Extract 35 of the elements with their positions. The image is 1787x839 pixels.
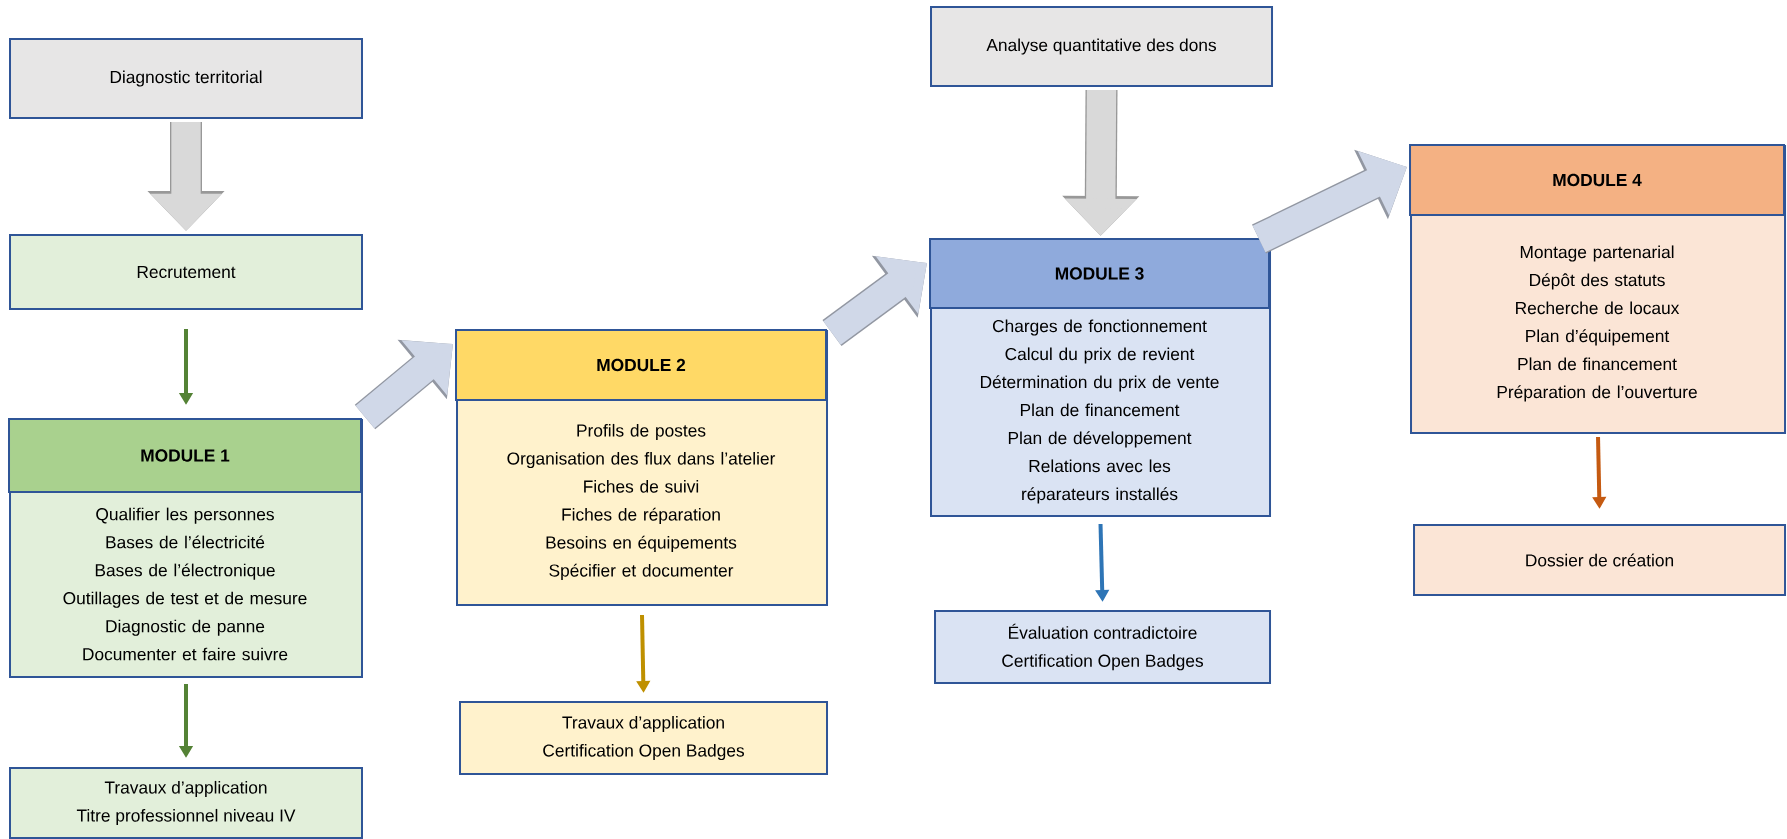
process-box: Diagnostic territorial: [9, 38, 363, 119]
process-box: Travaux d’application Titre professionnel niveau IV: [9, 767, 363, 839]
module-header: MODULE 4: [1409, 144, 1786, 216]
node-label: Spécifier et documenter: [549, 563, 734, 581]
node-label: Bases de l’électricité: [106, 535, 265, 549]
process-box: Dossier de création: [1413, 524, 1786, 596]
node-label: Diagnostic de panne: [106, 619, 265, 636]
node-label: Plan d’équipement: [1526, 329, 1670, 346]
process-box: Évaluation contradictoire Certification Open Badges: [934, 610, 1271, 684]
node-label: Préparation de l’ouverture: [1497, 385, 1697, 402]
node-label: Plan de financement: [1518, 357, 1677, 371]
module-text: Profils de postes Organisation des flux dans l’atelier Fiches de suivi Fiches de réparation Besoins en équipements Spécifier et documenter: [507, 423, 776, 581]
node-label: Bases de l’électronique: [95, 563, 275, 580]
node-label: Montage partenarial: [1520, 245, 1674, 262]
node-label: Qualifier les personnes: [96, 507, 274, 524]
node-label: Documenter et faire suivre: [83, 647, 288, 661]
node-label: Organisation des flux dans l’atelier: [507, 451, 776, 469]
module-text: Montage partenarial Dépôt des statuts Recherche de locaux Plan d’équipement Plan de financement Préparation de l’ouverture: [1497, 245, 1697, 402]
node-label: Besoins en équipements: [546, 535, 737, 553]
module-header: MODULE 3: [929, 238, 1270, 309]
module-header: MODULE 2: [455, 329, 827, 401]
module-text: Charges de fonctionnement Calcul du prix de revient Détermination du prix de vente Plan de financement Plan de développement Relations avec les réparateurs installés: [981, 319, 1219, 504]
node-label: Profils de postes: [577, 423, 706, 441]
node-label: Outillages de test et de mesure: [63, 591, 307, 608]
module-text: Qualifier les personnes Bases de l’électricité Bases de l’électronique Outillages de test et de mesure Diagnostic de panne Documenter et faire suivre: [63, 507, 307, 661]
block-arrow: [354, 339, 453, 430]
node-label: Fiches de réparation: [562, 507, 720, 525]
node-label: Dépôt des statuts: [1530, 273, 1665, 290]
process-box: Travaux d’application Certification Open Badges: [459, 701, 828, 775]
node-label: Recherche de locaux: [1516, 301, 1680, 315]
node-label: Fiches de suivi: [584, 479, 699, 493]
process-box: Analyse quantitative des dons: [930, 6, 1273, 87]
process-box: Recrutement: [9, 234, 363, 310]
module-header: MODULE 1: [8, 418, 362, 493]
block-arrow: [822, 255, 927, 346]
